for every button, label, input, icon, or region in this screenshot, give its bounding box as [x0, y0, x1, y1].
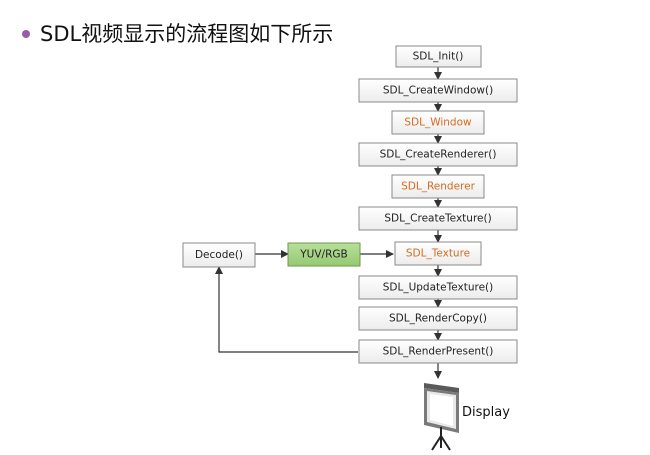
box-sdl-init-label: SDL_Init() — [413, 51, 464, 63]
box-sdl-window-label: SDL_Window — [404, 117, 472, 129]
box-sdl-renderpresent: SDL_RenderPresent() — [358, 339, 518, 364]
box-sdl-texture: SDL_Texture — [394, 241, 482, 266]
box-sdl-init: SDL_Init() — [395, 45, 482, 68]
box-sdl-rendercopy: SDL_RenderCopy() — [358, 306, 518, 331]
box-sdl-renderpresent-label: SDL_RenderPresent() — [383, 346, 494, 358]
box-sdl-updatetexture: SDL_UpdateTexture() — [358, 275, 518, 300]
box-sdl-texture-label: SDL_Texture — [406, 248, 470, 260]
box-sdl-createtexture-label: SDL_CreateTexture() — [384, 213, 491, 225]
box-sdl-createwindow-label: SDL_CreateWindow() — [383, 85, 493, 97]
box-sdl-renderer: SDL_Renderer — [391, 174, 485, 199]
arrow-loop-renderpresent-decode — [215, 266, 358, 353]
box-sdl-createwindow: SDL_CreateWindow() — [358, 78, 518, 103]
title-text: SDL视频显示的流程图如下所示 — [40, 22, 334, 46]
box-sdl-createrenderer-label: SDL_CreateRenderer() — [380, 149, 497, 161]
box-sdl-rendercopy-label: SDL_RenderCopy() — [389, 313, 487, 325]
slide-title: SDL视频显示的流程图如下所示 — [22, 18, 333, 48]
box-decode-label: Decode() — [195, 249, 243, 261]
box-sdl-window: SDL_Window — [391, 110, 485, 135]
box-yuv-rgb-label: YUV/RGB — [299, 249, 347, 261]
box-sdl-createtexture: SDL_CreateTexture() — [358, 206, 518, 231]
box-sdl-updatetexture-label: SDL_UpdateTexture() — [383, 282, 494, 294]
box-yuv-rgb: YUV/RGB — [287, 242, 361, 267]
box-decode: Decode() — [182, 242, 256, 268]
display-label: Display — [462, 405, 510, 420]
box-sdl-createrenderer: SDL_CreateRenderer() — [358, 142, 518, 167]
box-sdl-renderer-label: SDL_Renderer — [401, 181, 475, 193]
bullet-dot — [22, 30, 30, 38]
projector-screen-icon — [424, 383, 459, 451]
